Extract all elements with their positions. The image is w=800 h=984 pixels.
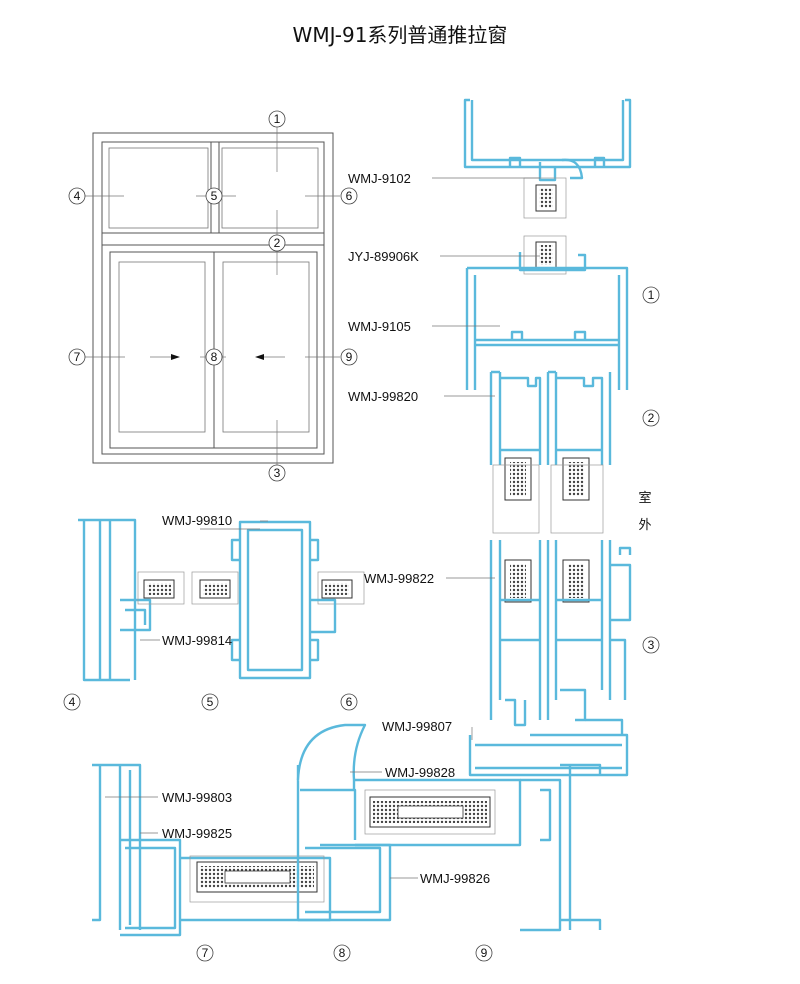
label-wmj-99810: WMJ-99810 xyxy=(162,513,232,528)
label-wmj-9102: WMJ-9102 xyxy=(348,171,411,186)
section-number-5-bottom: 5 xyxy=(207,695,214,709)
section-number-6: 6 xyxy=(346,189,353,203)
section-number-7-bottom: 7 xyxy=(202,946,209,960)
section-number-2: 2 xyxy=(274,236,281,250)
horizontal-section-456: 4 5 6 xyxy=(63,518,365,711)
section-number-2-right: 2 xyxy=(648,411,655,425)
section-number-3-right: 3 xyxy=(648,638,655,652)
section-number-9: 9 xyxy=(346,350,353,364)
label-wmj-9105: WMJ-9105 xyxy=(348,319,411,334)
section-number-5: 5 xyxy=(211,189,218,203)
section-number-3: 3 xyxy=(274,466,281,480)
label-wmj-99826: WMJ-99826 xyxy=(420,871,490,886)
section-number-4-bottom: 4 xyxy=(69,695,76,709)
label-wmj-99807: WMJ-99807 xyxy=(382,719,452,734)
vertical-section: 室 外 1 2 3 xyxy=(463,98,660,777)
label-wmj-99822: WMJ-99822 xyxy=(364,571,434,586)
label-wmj-99814: WMJ-99814 xyxy=(162,633,232,648)
label-wmj-99828: WMJ-99828 xyxy=(385,765,455,780)
label-wmj-99803: WMJ-99803 xyxy=(162,790,232,805)
section-number-8: 8 xyxy=(211,350,218,364)
profile-labels: WMJ-9102 JYJ-89906K WMJ-9105 WMJ-99820 W… xyxy=(105,171,540,886)
section-number-1-right: 1 xyxy=(648,288,655,302)
horizontal-section-789: 7 8 9 xyxy=(92,723,602,962)
label-jyj-89906k: JYJ-89906K xyxy=(348,249,419,264)
outside-label-2: 外 xyxy=(638,518,651,533)
page-title: WMJ-91系列普通推拉窗 xyxy=(293,23,508,47)
section-number-4: 4 xyxy=(74,189,81,203)
section-number-9-bottom: 9 xyxy=(481,946,488,960)
outside-label-1: 室 xyxy=(638,490,651,506)
window-elevation: 1 4 5 6 2 7 8 9 3 xyxy=(68,110,358,482)
section-number-6-bottom: 6 xyxy=(346,695,353,709)
section-number-7: 7 xyxy=(74,350,81,364)
section-number-8-bottom: 8 xyxy=(339,946,346,960)
label-wmj-99825: WMJ-99825 xyxy=(162,826,232,841)
section-number-1: 1 xyxy=(274,112,281,126)
label-wmj-99820: WMJ-99820 xyxy=(348,389,418,404)
